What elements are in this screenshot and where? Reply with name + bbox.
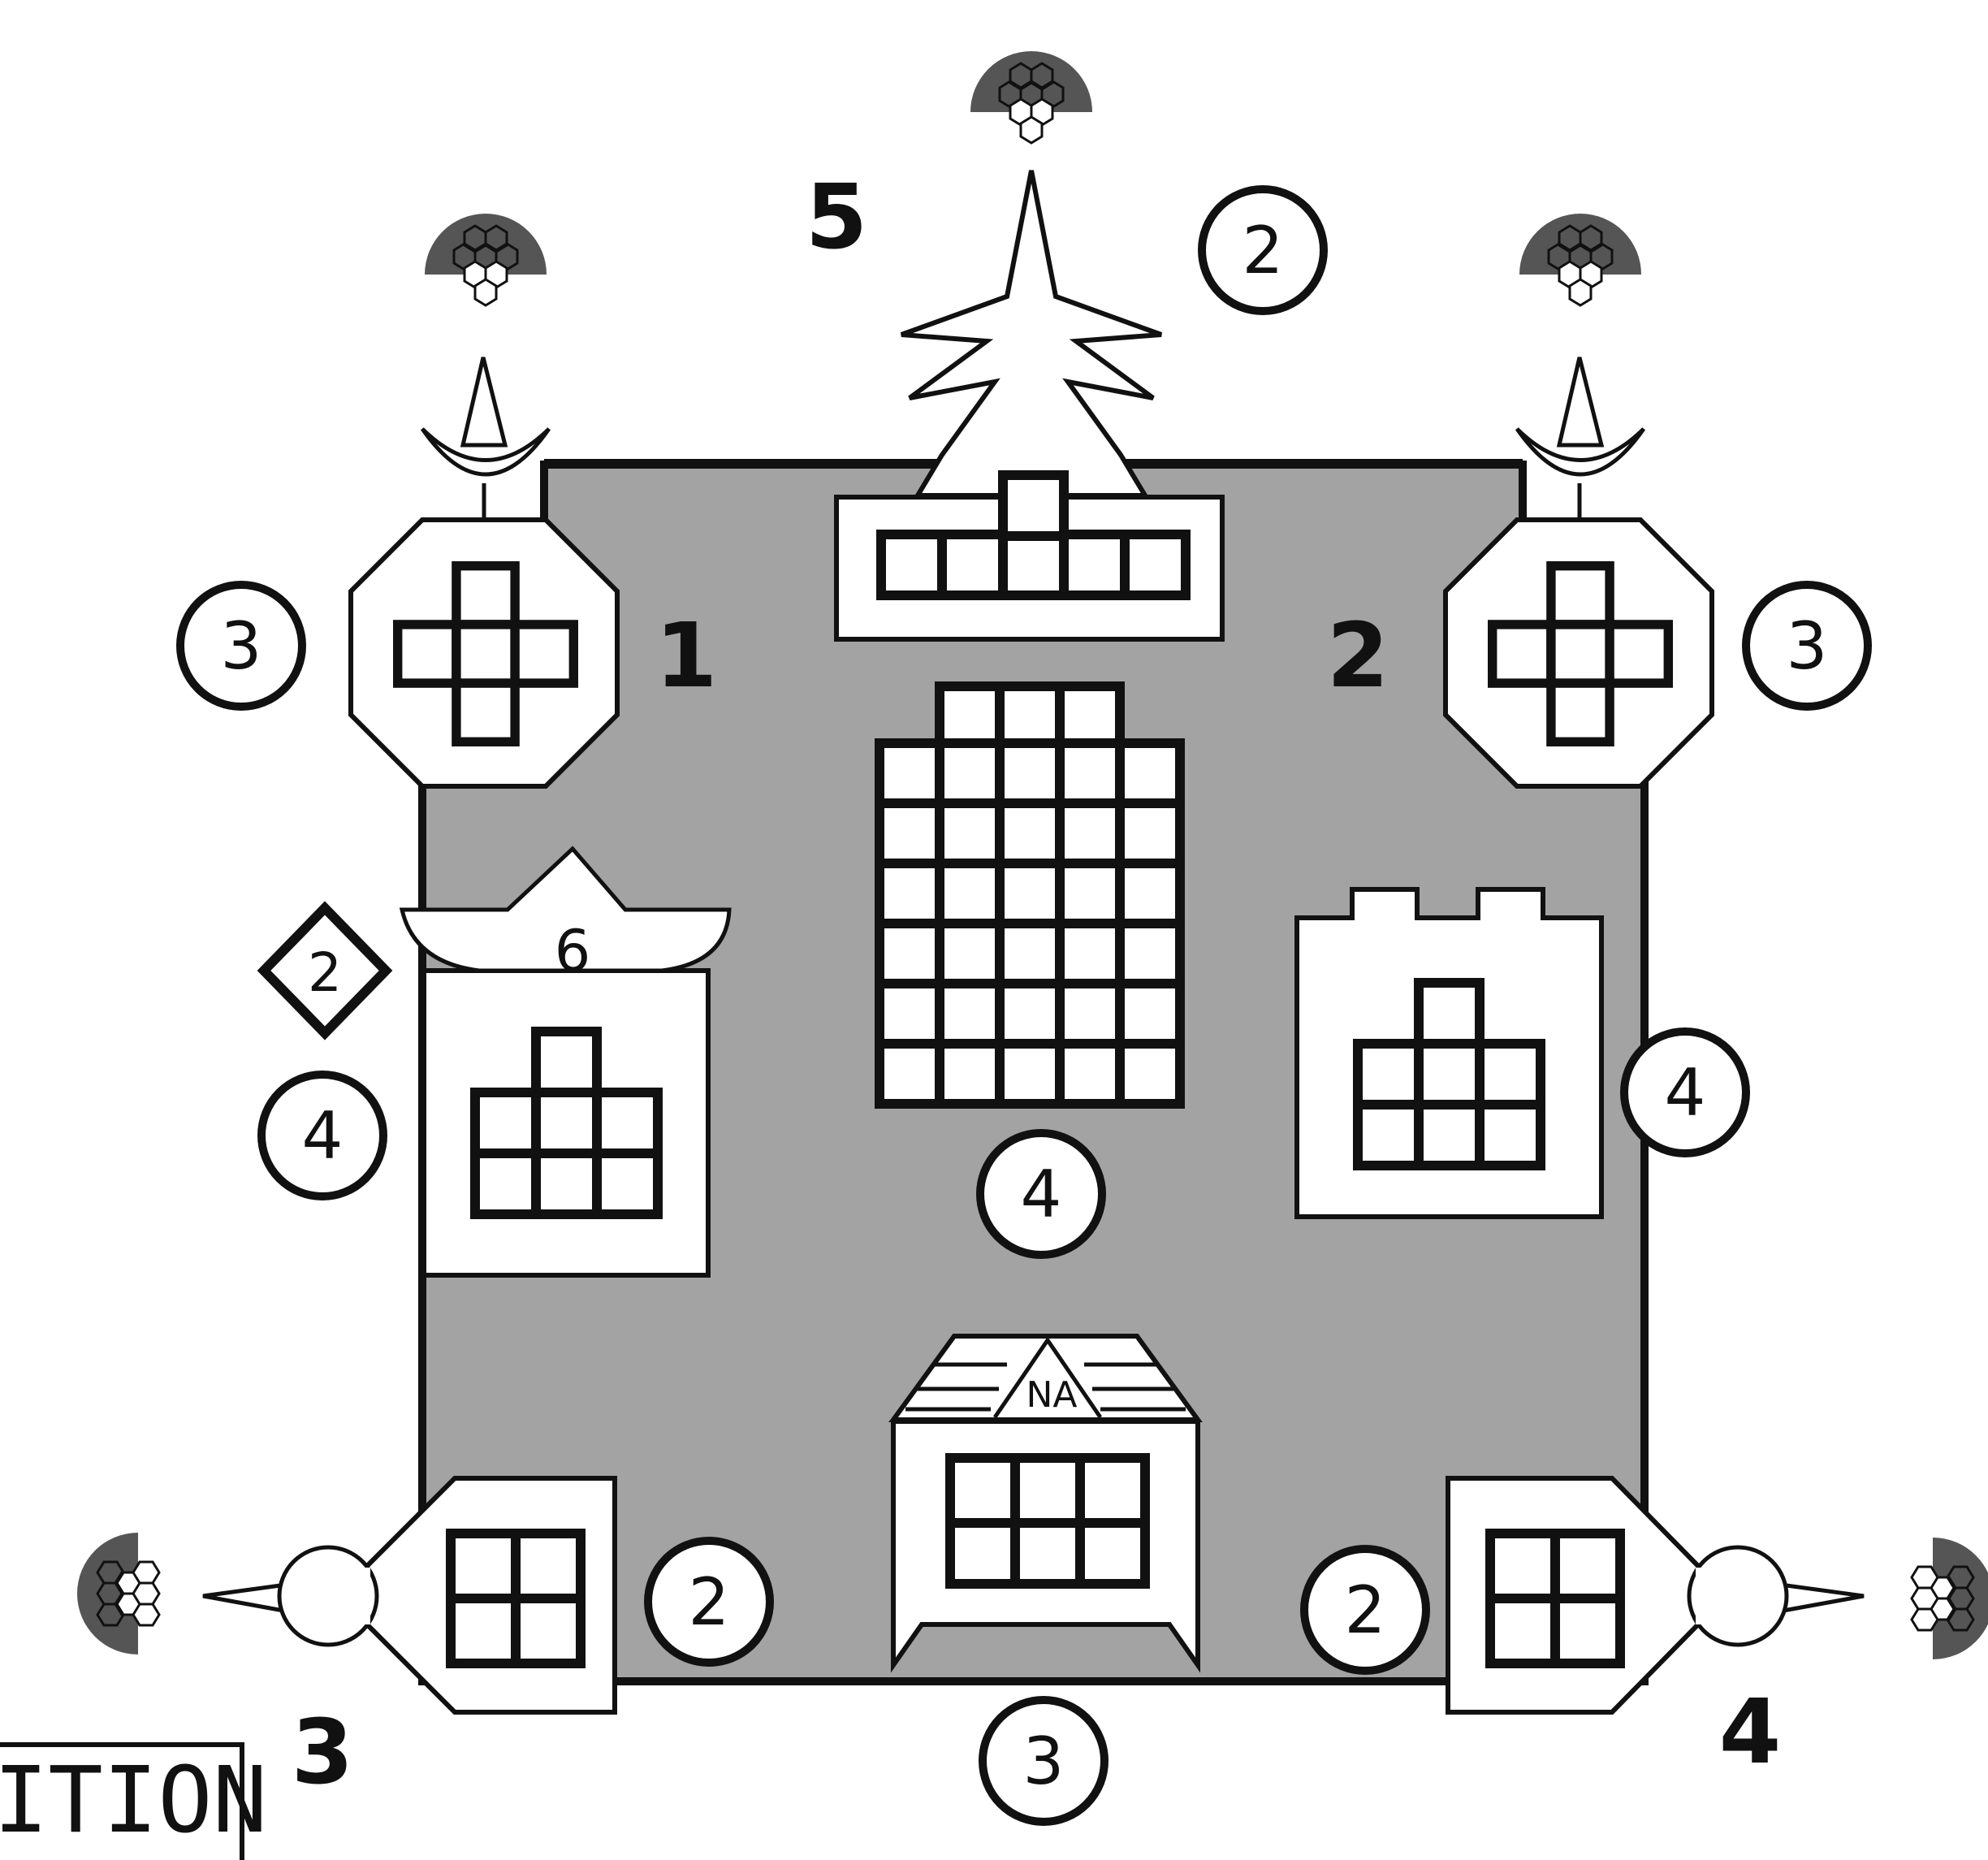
grid-cell [935,1039,1005,1109]
svg-text:2: 2 [689,1564,730,1640]
grid-cell [935,859,1005,928]
grid-cell [875,919,944,988]
grid-cell [995,859,1065,928]
circled-number-top: 2 [1198,185,1328,315]
top-building [834,470,1225,642]
grid-cell [935,738,1005,808]
position-label-3: 3 [292,1700,354,1804]
grid-cell [935,681,1005,748]
circled-number-left-upper: 3 [176,581,306,711]
grid-cell [995,1039,1065,1109]
svg-text:2: 2 [1345,1572,1386,1648]
svg-text:4: 4 [1021,1157,1062,1232]
circled-number-bottom-right: 2 [1300,1545,1430,1675]
bottom-building: NA [888,1334,1203,1673]
grid-cell [935,979,1005,1049]
grid-cell [1115,859,1185,928]
bottom-left-tower [202,1476,617,1715]
hex-cluster-icon [423,212,548,307]
grid-cell [995,738,1065,808]
circled-number-left-middle: 4 [257,1071,387,1200]
svg-text:3: 3 [1787,608,1828,684]
grid-cell [935,798,1005,868]
right-building [1294,887,1604,1219]
position-label-5: 5 [806,165,868,269]
grid-cell [1055,919,1125,988]
grid-cell [1115,919,1185,988]
position-label-2: 2 [1327,603,1389,707]
grid-cell [1055,979,1125,1049]
grid-cell [1115,798,1185,868]
position-label-1: 1 [655,603,718,707]
hex-cluster-icon [1518,212,1643,307]
circled-number-bottom-center: 3 [979,1696,1109,1826]
grid-cell [1055,681,1125,748]
crescent-spire-icon [420,357,551,524]
svg-text:ITION: ITION [0,1748,267,1854]
circled-number-right-middle: 4 [1620,1027,1750,1157]
grid-cell [1115,979,1185,1049]
grid-cell [995,979,1065,1049]
grid-cell [875,979,944,1049]
grid-cell [875,738,944,808]
grid-cell [1115,1039,1185,1109]
right-tower [1443,517,1714,789]
center-grid [875,681,1185,1109]
svg-text:2: 2 [1242,213,1284,288]
grid-cell [875,798,944,868]
circled-number-center: 4 [976,1129,1106,1259]
svg-text:3: 3 [221,608,262,684]
roof-label-na: NA [1026,1374,1077,1416]
pine-tree-icon [900,170,1163,498]
svg-text:3: 3 [1023,1724,1065,1799]
hex-cluster-icon [1910,1536,1988,1661]
grid-cell [1055,1039,1125,1109]
grid-cell [1055,738,1125,808]
circled-number-right-upper: 3 [1742,581,1872,711]
grid-cell [935,919,1005,988]
grid-cell [995,919,1065,988]
svg-text:2: 2 [308,941,342,1004]
roof-label-6: 6 [555,918,591,984]
position-label-4: 4 [1719,1680,1782,1784]
hex-cluster-icon [969,50,1094,145]
grid-cell [995,798,1065,868]
grid-cell [1055,798,1125,868]
svg-text:4: 4 [302,1098,344,1174]
grid-cell [995,681,1065,748]
grid-cell [1055,859,1125,928]
grid-cell [1115,738,1185,808]
corner-text-box: ITION [0,1742,267,1860]
grid-cell [875,1039,944,1109]
hex-cluster-icon [76,1531,161,1656]
svg-text:4: 4 [1665,1055,1706,1131]
left-tower [348,517,620,789]
grid-cell [875,859,944,928]
left-building: 6 [399,846,732,1278]
crescent-spire-icon [1515,357,1646,524]
diamond-number: 2 [257,901,393,1040]
circled-number-bottom-left: 2 [644,1537,774,1667]
bottom-right-tower [1446,1476,1865,1715]
